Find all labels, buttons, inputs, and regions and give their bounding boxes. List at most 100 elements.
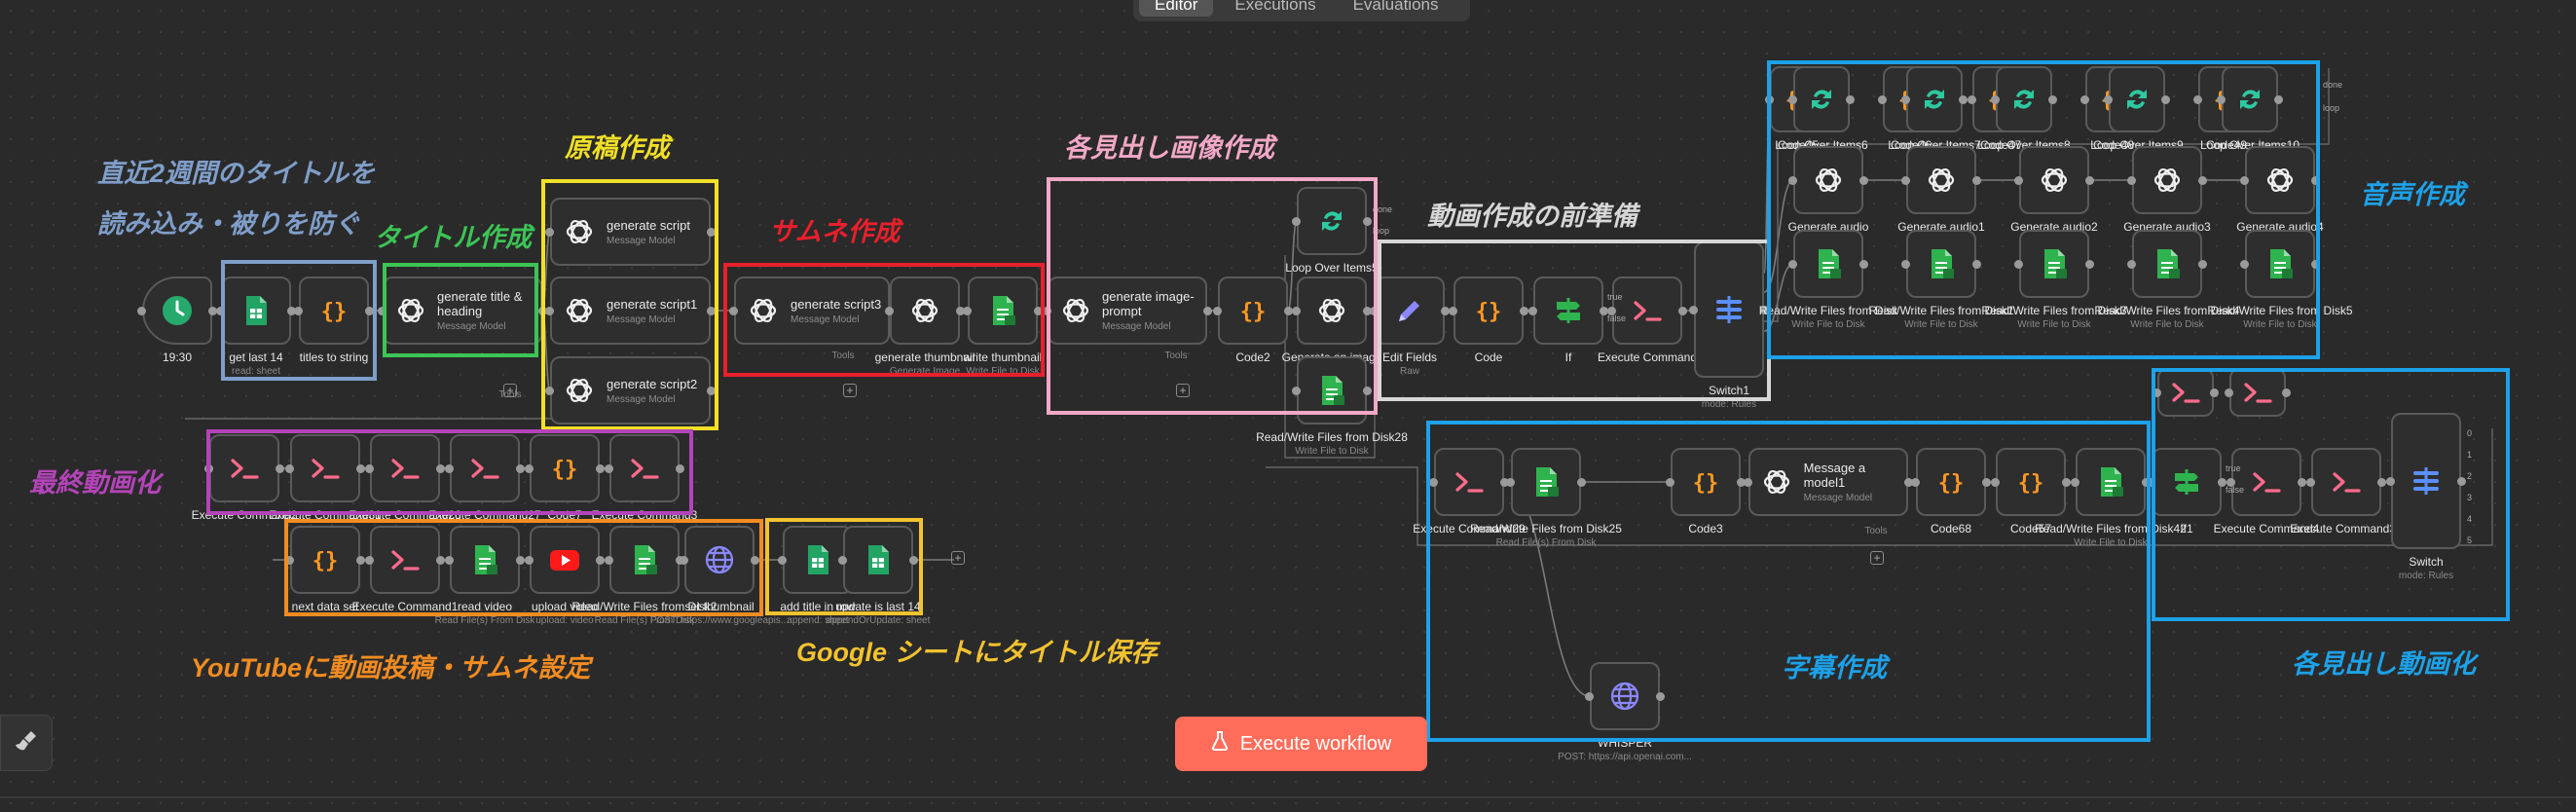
connection-port[interactable] (545, 227, 554, 237)
connection-port[interactable] (1528, 306, 1537, 315)
connection-port[interactable] (2062, 477, 2071, 487)
connection-port[interactable] (2153, 388, 2161, 397)
connection-port[interactable] (2198, 175, 2207, 185)
connection-port[interactable] (885, 306, 894, 315)
connection-port[interactable] (2147, 477, 2155, 487)
add-node-button[interactable]: + (503, 384, 517, 397)
connection-port[interactable] (680, 555, 688, 565)
connection-port[interactable] (707, 306, 716, 315)
sticky-frame[interactable] (221, 260, 377, 381)
connection-port[interactable] (1901, 175, 1910, 185)
add-node-button[interactable]: + (951, 551, 965, 565)
node-read-write-files-from-disk25[interactable] (1511, 448, 1581, 516)
connection-port[interactable] (605, 555, 613, 565)
sticky-frame[interactable] (1047, 177, 1378, 415)
connection-port[interactable] (2198, 259, 2207, 269)
node-loop-over-items10[interactable] (2222, 66, 2278, 132)
connection-port[interactable] (1500, 477, 1509, 487)
connection-port[interactable] (2127, 259, 2136, 269)
connection-port[interactable] (1846, 94, 1855, 104)
connection-port[interactable] (1991, 477, 2000, 487)
sticky-frame[interactable] (2152, 368, 2510, 621)
connection-port[interactable] (2386, 476, 2395, 486)
connection-port[interactable] (2080, 94, 2089, 104)
connection-port[interactable] (2306, 477, 2315, 487)
node-get-last-14[interactable] (221, 277, 291, 345)
connection-port[interactable] (729, 306, 738, 315)
node-execute-command2[interactable] (2157, 368, 2214, 417)
sticky-frame[interactable] (1378, 240, 1771, 401)
connection-port[interactable] (2014, 259, 2023, 269)
sticky-frame[interactable] (765, 518, 923, 615)
tab-evaluations[interactable]: Evaluations (1352, 0, 1439, 14)
connection-port[interactable] (1666, 477, 1674, 487)
connection-port[interactable] (525, 463, 534, 473)
node-code[interactable]: {} (1454, 277, 1524, 345)
connection-port[interactable] (1901, 94, 1910, 104)
connection-port[interactable] (1737, 477, 1746, 487)
node-read-write-files-from-disk[interactable] (1793, 230, 1863, 298)
node-execute-command[interactable] (1612, 277, 1682, 345)
node-code68[interactable]: {} (1916, 448, 1986, 516)
connection-port[interactable] (707, 386, 716, 395)
connection-port[interactable] (2377, 477, 2386, 487)
connection-port[interactable] (605, 463, 613, 473)
connection-port[interactable] (1972, 259, 1981, 269)
connection-port[interactable] (1859, 175, 1868, 185)
connection-port[interactable] (2217, 94, 2226, 104)
connection-port[interactable] (516, 463, 525, 473)
connection-port[interactable] (778, 555, 787, 565)
connection-port[interactable] (137, 306, 146, 315)
connection-port[interactable] (216, 306, 225, 315)
connection-port[interactable] (1788, 175, 1797, 185)
sticky-frame[interactable] (383, 263, 538, 357)
connection-port[interactable] (1607, 306, 1616, 315)
connection-port[interactable] (2457, 476, 2466, 486)
connection-port[interactable] (285, 555, 294, 565)
connection-port[interactable] (1968, 94, 1976, 104)
connection-port[interactable] (2210, 388, 2219, 397)
connection-port[interactable] (2071, 477, 2079, 487)
connection-port[interactable] (1600, 306, 1608, 315)
node-loop-over-items9[interactable] (2109, 66, 2165, 132)
connection-port[interactable] (1441, 306, 1450, 315)
connection-port[interactable] (1292, 216, 1301, 226)
connection-port[interactable] (1982, 477, 1991, 487)
connection-port[interactable] (2048, 94, 2057, 104)
connection-port[interactable] (445, 463, 454, 473)
connection-port[interactable] (545, 306, 554, 315)
connection-port[interactable] (1911, 477, 1920, 487)
execute-workflow-button[interactable]: Execute workflow (1175, 717, 1427, 771)
connection-port[interactable] (1506, 477, 1515, 487)
tab-editor[interactable]: Editor (1139, 0, 1214, 17)
connection-port[interactable] (2298, 477, 2306, 487)
connection-port[interactable] (2142, 477, 2151, 487)
connection-port[interactable] (1284, 306, 1293, 315)
connection-port[interactable] (356, 555, 365, 565)
node-whisper[interactable] (1590, 662, 1660, 730)
connection-port[interactable] (2311, 175, 2320, 185)
connection-port[interactable] (2014, 175, 2023, 185)
connection-port[interactable] (2226, 477, 2235, 487)
connection-port[interactable] (596, 555, 605, 565)
connection-port[interactable] (545, 386, 554, 395)
sticky-frame[interactable] (1426, 421, 2151, 742)
connection-port[interactable] (963, 306, 972, 315)
connection-port[interactable] (2311, 259, 2320, 269)
connection-port[interactable] (516, 555, 525, 565)
connection-port[interactable] (1991, 94, 2000, 104)
connection-port[interactable] (1363, 386, 1372, 395)
sticky-frame[interactable] (206, 429, 693, 515)
connection-port[interactable] (2104, 94, 2113, 104)
node-execute-command29[interactable] (1434, 448, 1504, 516)
connection-port[interactable] (436, 463, 445, 473)
node-loop-over-items6[interactable] (1793, 66, 1850, 132)
node-code3[interactable]: {} (1671, 448, 1741, 516)
node-generate-audio4[interactable] (2245, 146, 2315, 214)
connection-port[interactable] (1363, 216, 1372, 226)
node-read-write-files-from-disk4[interactable] (2132, 230, 2202, 298)
